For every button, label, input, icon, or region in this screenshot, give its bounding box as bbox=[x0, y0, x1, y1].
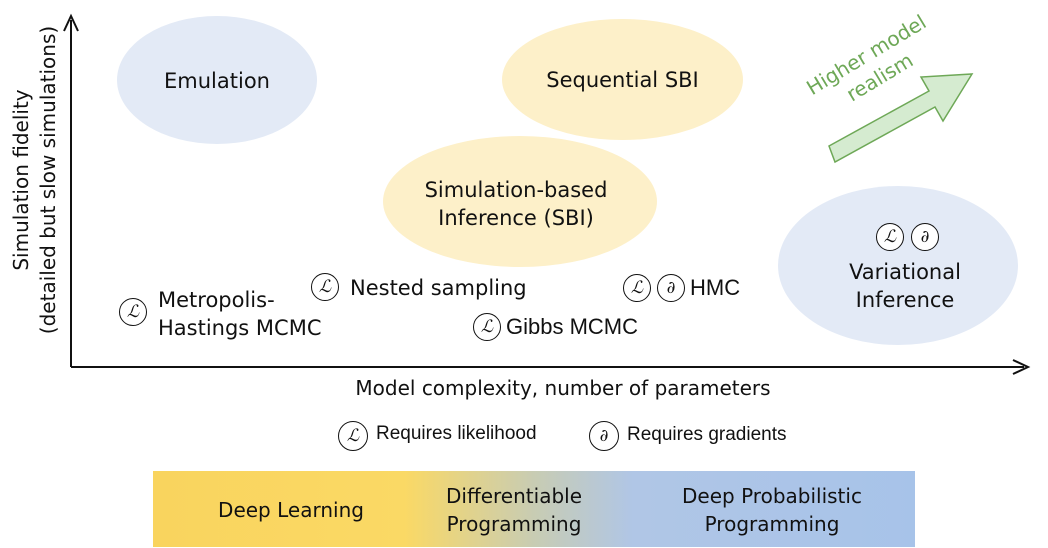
differentiable-programming-label: Differentiable Programming bbox=[414, 482, 614, 538]
mh-line2: Hastings MCMC bbox=[158, 316, 322, 340]
deep-learning-label: Deep Learning bbox=[218, 498, 364, 522]
emulation-label: Emulation bbox=[164, 69, 270, 93]
y-axis-title: Simulation fidelity (detailed but slow s… bbox=[8, 20, 68, 340]
nested-sampling-label: Nested sampling bbox=[350, 276, 527, 300]
sequential-sbi-region bbox=[502, 19, 743, 140]
gradient-icon: ∂ bbox=[589, 421, 619, 451]
y-axis-title-line1: Simulation fidelity bbox=[9, 89, 33, 271]
likelihood-icon: ℒ bbox=[623, 274, 651, 302]
likelihood-icon: ℒ bbox=[473, 313, 501, 341]
y-axis-arrowhead bbox=[63, 13, 79, 32]
variational-inference-region bbox=[778, 186, 1018, 345]
diff-line2: Programming bbox=[446, 512, 582, 536]
hmc-label: HMC bbox=[690, 275, 741, 300]
paradigm-bar bbox=[153, 471, 915, 547]
vi-label-line1: Variational bbox=[849, 260, 961, 284]
x-axis-title: Model complexity, number of parameters bbox=[355, 376, 771, 400]
vi-label-line2: Inference bbox=[855, 288, 955, 312]
diff-line1: Differentiable bbox=[445, 484, 582, 508]
emulation-region bbox=[117, 16, 317, 144]
likelihood-icon: ℒ bbox=[876, 223, 904, 251]
sbi-label: Simulation-based Inference (SBI) bbox=[383, 176, 649, 232]
likelihood-icon: ℒ bbox=[119, 298, 147, 326]
y-axis-title-line2: (detailed but slow simulations) bbox=[36, 25, 60, 335]
metropolis-hastings-label: Metropolis- Hastings MCMC bbox=[158, 286, 322, 342]
realism-arrow bbox=[828, 73, 974, 164]
likelihood-icon: ℒ bbox=[311, 273, 339, 301]
likelihood-icon: ℒ bbox=[338, 421, 368, 451]
gradient-icon: ∂ bbox=[657, 274, 685, 302]
mh-line1: Metropolis- bbox=[158, 288, 275, 312]
gibbs-mcmc-label: Gibbs MCMC bbox=[506, 314, 639, 339]
sbi-label-line2: Inference (SBI) bbox=[438, 206, 594, 230]
dpp-line2: Programming bbox=[704, 512, 840, 536]
x-axis-arrowhead bbox=[1012, 359, 1031, 375]
deep-probabilistic-programming-label: Deep Probabilistic Programming bbox=[652, 482, 892, 538]
sbi-region bbox=[383, 136, 657, 267]
sequential-sbi-label: Sequential SBI bbox=[546, 68, 699, 92]
variational-inference-label: Variational Inference bbox=[785, 258, 1025, 314]
dpp-line1: Deep Probabilistic bbox=[682, 484, 862, 508]
legend-gradient-text: Requires gradients bbox=[627, 424, 787, 445]
legend-likelihood-text: Requires likelihood bbox=[376, 423, 537, 444]
sbi-label-line1: Simulation-based bbox=[424, 178, 608, 202]
gradient-icon: ∂ bbox=[911, 223, 939, 251]
